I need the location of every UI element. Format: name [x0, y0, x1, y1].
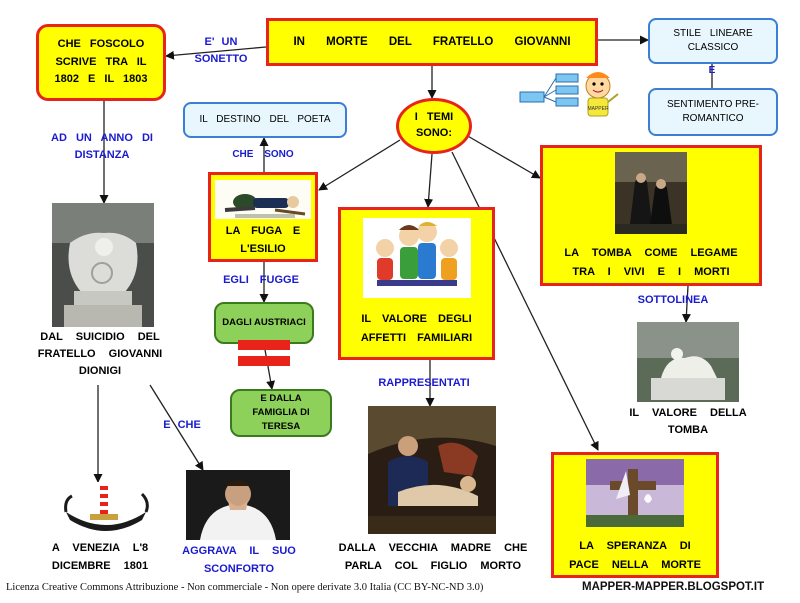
famiglia-node[interactable]: E DALLA FAMIGLIA DI TERESA: [230, 389, 332, 437]
cross-image: [586, 459, 684, 527]
arrow-temi-affetti: [424, 153, 434, 208]
foscolo-node[interactable]: CHE FOSCOLO SCRIVE TRA IL 1802 E IL 1803: [36, 24, 166, 101]
arrow-tomba-statue: [681, 285, 691, 323]
arrow-temi-speranza: [451, 151, 599, 451]
label-e-che: E CHE: [163, 419, 201, 431]
speranza-node[interactable]: LA SPERANZA DI PACE NELLA MORTE: [551, 452, 719, 578]
label-che-sono: CHE SONO: [232, 149, 294, 160]
label-ad-un-anno: AD UN ANNO DI DISTANZA: [51, 132, 153, 162]
affetti-node[interactable]: IL VALORE DEGLI AFFETTI FAMILIARI: [338, 207, 495, 360]
destino-node[interactable]: IL DESTINO DEL POETA: [183, 102, 347, 138]
valore-tomba-text: IL VALORE DELLA TOMBA: [629, 407, 747, 437]
label-rappresentati: RAPPRESENTATI: [378, 377, 470, 389]
fuga-node[interactable]: LA FUGA E L'ESILIO: [208, 172, 318, 262]
fuga-image: [215, 180, 311, 219]
footer-site-link[interactable]: MAPPER-MAPPER.BLOGSPOT.IT: [582, 581, 765, 593]
aggrava-text: AGGRAVA IL SUO SCONFORTO: [182, 545, 296, 575]
mapper-mascot-icon: MAPPER: [516, 66, 622, 120]
label-egli-fugge: EGLI FUGGE: [223, 274, 299, 286]
arrow-suicidio-aggrava: [149, 384, 204, 471]
mourners-image: [615, 152, 687, 234]
label-e: E: [708, 65, 716, 76]
sad-man-image: [186, 470, 290, 540]
affetti-caption: IL VALORE DEGLI AFFETTI FAMILIARI: [360, 313, 473, 345]
title-node[interactable]: IN MORTE DEL FRATELLO GIOVANNI: [266, 18, 598, 66]
suicidio-text: DAL SUICIDIO DEL FRATELLO GIOVANNI DIONI…: [37, 331, 163, 378]
arrow-temi-tomba: [465, 134, 541, 179]
gondola-image: [62, 482, 150, 538]
fuga-caption: LA FUGA E L'ESILIO: [225, 224, 301, 256]
stile-node[interactable]: STILE LINEARE CLASSICO: [648, 18, 778, 64]
label-e-un-sonetto: E' UN SONETTO: [194, 36, 248, 65]
sentimento-node[interactable]: SENTIMENTO PRE-ROMANTICO: [648, 88, 778, 136]
angel-statue-image: [52, 203, 154, 327]
arrow-temi-fuga: [318, 139, 401, 191]
mapper-mini-label: MAPPER: [587, 106, 609, 112]
tomba-caption: LA TOMBA COME LEGAME TRA I VIVI E I MORT…: [564, 247, 738, 279]
pieta-painting-image: [368, 406, 496, 534]
austriaci-node[interactable]: DAGLI AUSTRIACI: [214, 302, 314, 344]
speranza-caption: LA SPERANZA DI PACE NELLA MORTE: [569, 539, 701, 571]
label-sottolinea: SOTTOLINEA: [637, 294, 709, 306]
footer-license: Licenza Creative Commons Attribuzione - …: [6, 582, 484, 593]
arrow-austriaci-famiglia: [263, 343, 276, 390]
tomba-node[interactable]: LA TOMBA COME LEGAME TRA I VIVI E I MORT…: [540, 145, 762, 286]
tomb-statue-image: [637, 322, 739, 402]
arrow-title-foscolo: [165, 46, 267, 60]
temi-node[interactable]: I TEMI SONO:: [396, 98, 472, 154]
madre-text: DALLA VECCHIA MADRE CHE PARLA COL FIGLIO…: [338, 542, 528, 572]
family-image: [362, 218, 471, 298]
venezia-text: A VENEZIA L'8 DICEMBRE 1801: [51, 542, 149, 572]
red-bar-bottom: [238, 356, 290, 366]
red-bar-top: [238, 340, 290, 350]
